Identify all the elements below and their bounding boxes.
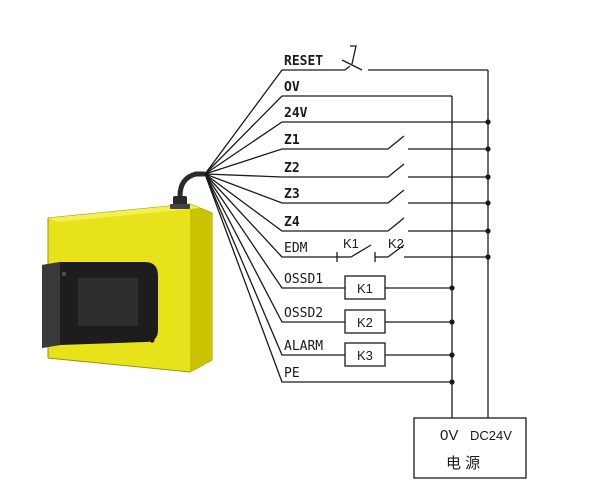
edm-k2-label: K2 bbox=[388, 236, 404, 251]
label-ov: OV bbox=[284, 80, 300, 95]
label-alarm: ALARM bbox=[284, 339, 323, 354]
power-supply-dc-label: DC24V bbox=[470, 428, 512, 443]
zone-switches bbox=[387, 135, 488, 232]
scanner-window-inner bbox=[78, 278, 138, 326]
label-z3: Z3 bbox=[284, 187, 300, 202]
power-supply-ov-label: 0V bbox=[440, 427, 458, 444]
relay-coils bbox=[344, 275, 452, 367]
relay-k2-label: K2 bbox=[357, 315, 373, 330]
power-supply-box bbox=[413, 417, 527, 479]
bus-lines bbox=[451, 70, 489, 418]
laser-scanner-device bbox=[42, 171, 213, 373]
label-24v: 24V bbox=[284, 106, 308, 121]
terminal-labels: RESET OV 24V Z1 Z2 Z3 Z4 EDM OSSD1 OSSD2… bbox=[284, 54, 323, 381]
label-z1: Z1 bbox=[284, 133, 300, 148]
cable-gland-nut bbox=[170, 204, 190, 209]
scanner-window-lip bbox=[42, 262, 60, 348]
label-pe: PE bbox=[284, 366, 300, 381]
edm-k1-label: K1 bbox=[343, 236, 359, 251]
power-supply: 0V DC24V 电 源 bbox=[413, 417, 527, 479]
label-z4: Z4 bbox=[284, 215, 300, 230]
label-z2: Z2 bbox=[284, 161, 300, 176]
label-ossd1: OSSD1 bbox=[284, 272, 323, 287]
edm-contacts bbox=[336, 244, 488, 262]
label-ossd2: OSSD2 bbox=[284, 306, 323, 321]
screw-top bbox=[149, 281, 155, 287]
power-supply-name: 电 源 bbox=[446, 455, 480, 472]
screw-bottom bbox=[149, 337, 155, 343]
relay-k1-label: K1 bbox=[357, 281, 373, 296]
cable bbox=[177, 171, 207, 199]
device-side bbox=[190, 204, 212, 372]
label-edm: EDM bbox=[284, 241, 308, 256]
screw-left bbox=[62, 272, 66, 276]
junction-dots bbox=[449, 119, 491, 385]
device-top-edge bbox=[48, 204, 200, 222]
reset-switch bbox=[341, 45, 488, 71]
label-reset: RESET bbox=[284, 54, 323, 69]
fan-wires bbox=[204, 69, 488, 383]
relay-k3-label: K3 bbox=[357, 348, 373, 363]
